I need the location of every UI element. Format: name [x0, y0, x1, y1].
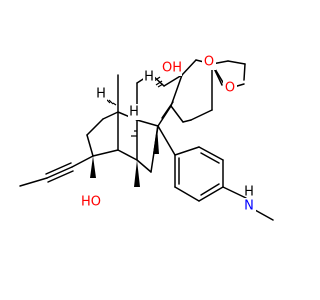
dioxolane-oxygen-right: O — [223, 80, 237, 96]
dioxolane-oxygen-top: O — [202, 54, 216, 70]
nh-h-label: H — [244, 185, 254, 200]
n-label: N — [244, 199, 254, 214]
oh-5-label: OH — [162, 61, 182, 76]
hydroxyl-5: OH — [162, 60, 182, 76]
amine-nitrogen: N H — [242, 185, 256, 214]
oxygen-right-label: O — [225, 81, 235, 96]
oxygen-top-label: O — [204, 55, 214, 70]
h-8-label: H — [144, 70, 154, 85]
atom-labels: O O OH H H H HO N H — [81, 54, 256, 214]
h-14-label: H — [96, 87, 106, 102]
stereo-bonds — [90, 76, 164, 187]
hydrogen-14: H — [95, 86, 107, 102]
h-9-label: H — [129, 105, 139, 120]
hydrogen-9: H — [128, 104, 140, 120]
hydrogen-8: H — [143, 69, 155, 85]
oh-17-label: HO — [81, 195, 101, 210]
hydroxyl-17: HO — [81, 194, 101, 210]
molecule-structure-diagram: O O OH H H H HO N H — [19, 54, 274, 221]
